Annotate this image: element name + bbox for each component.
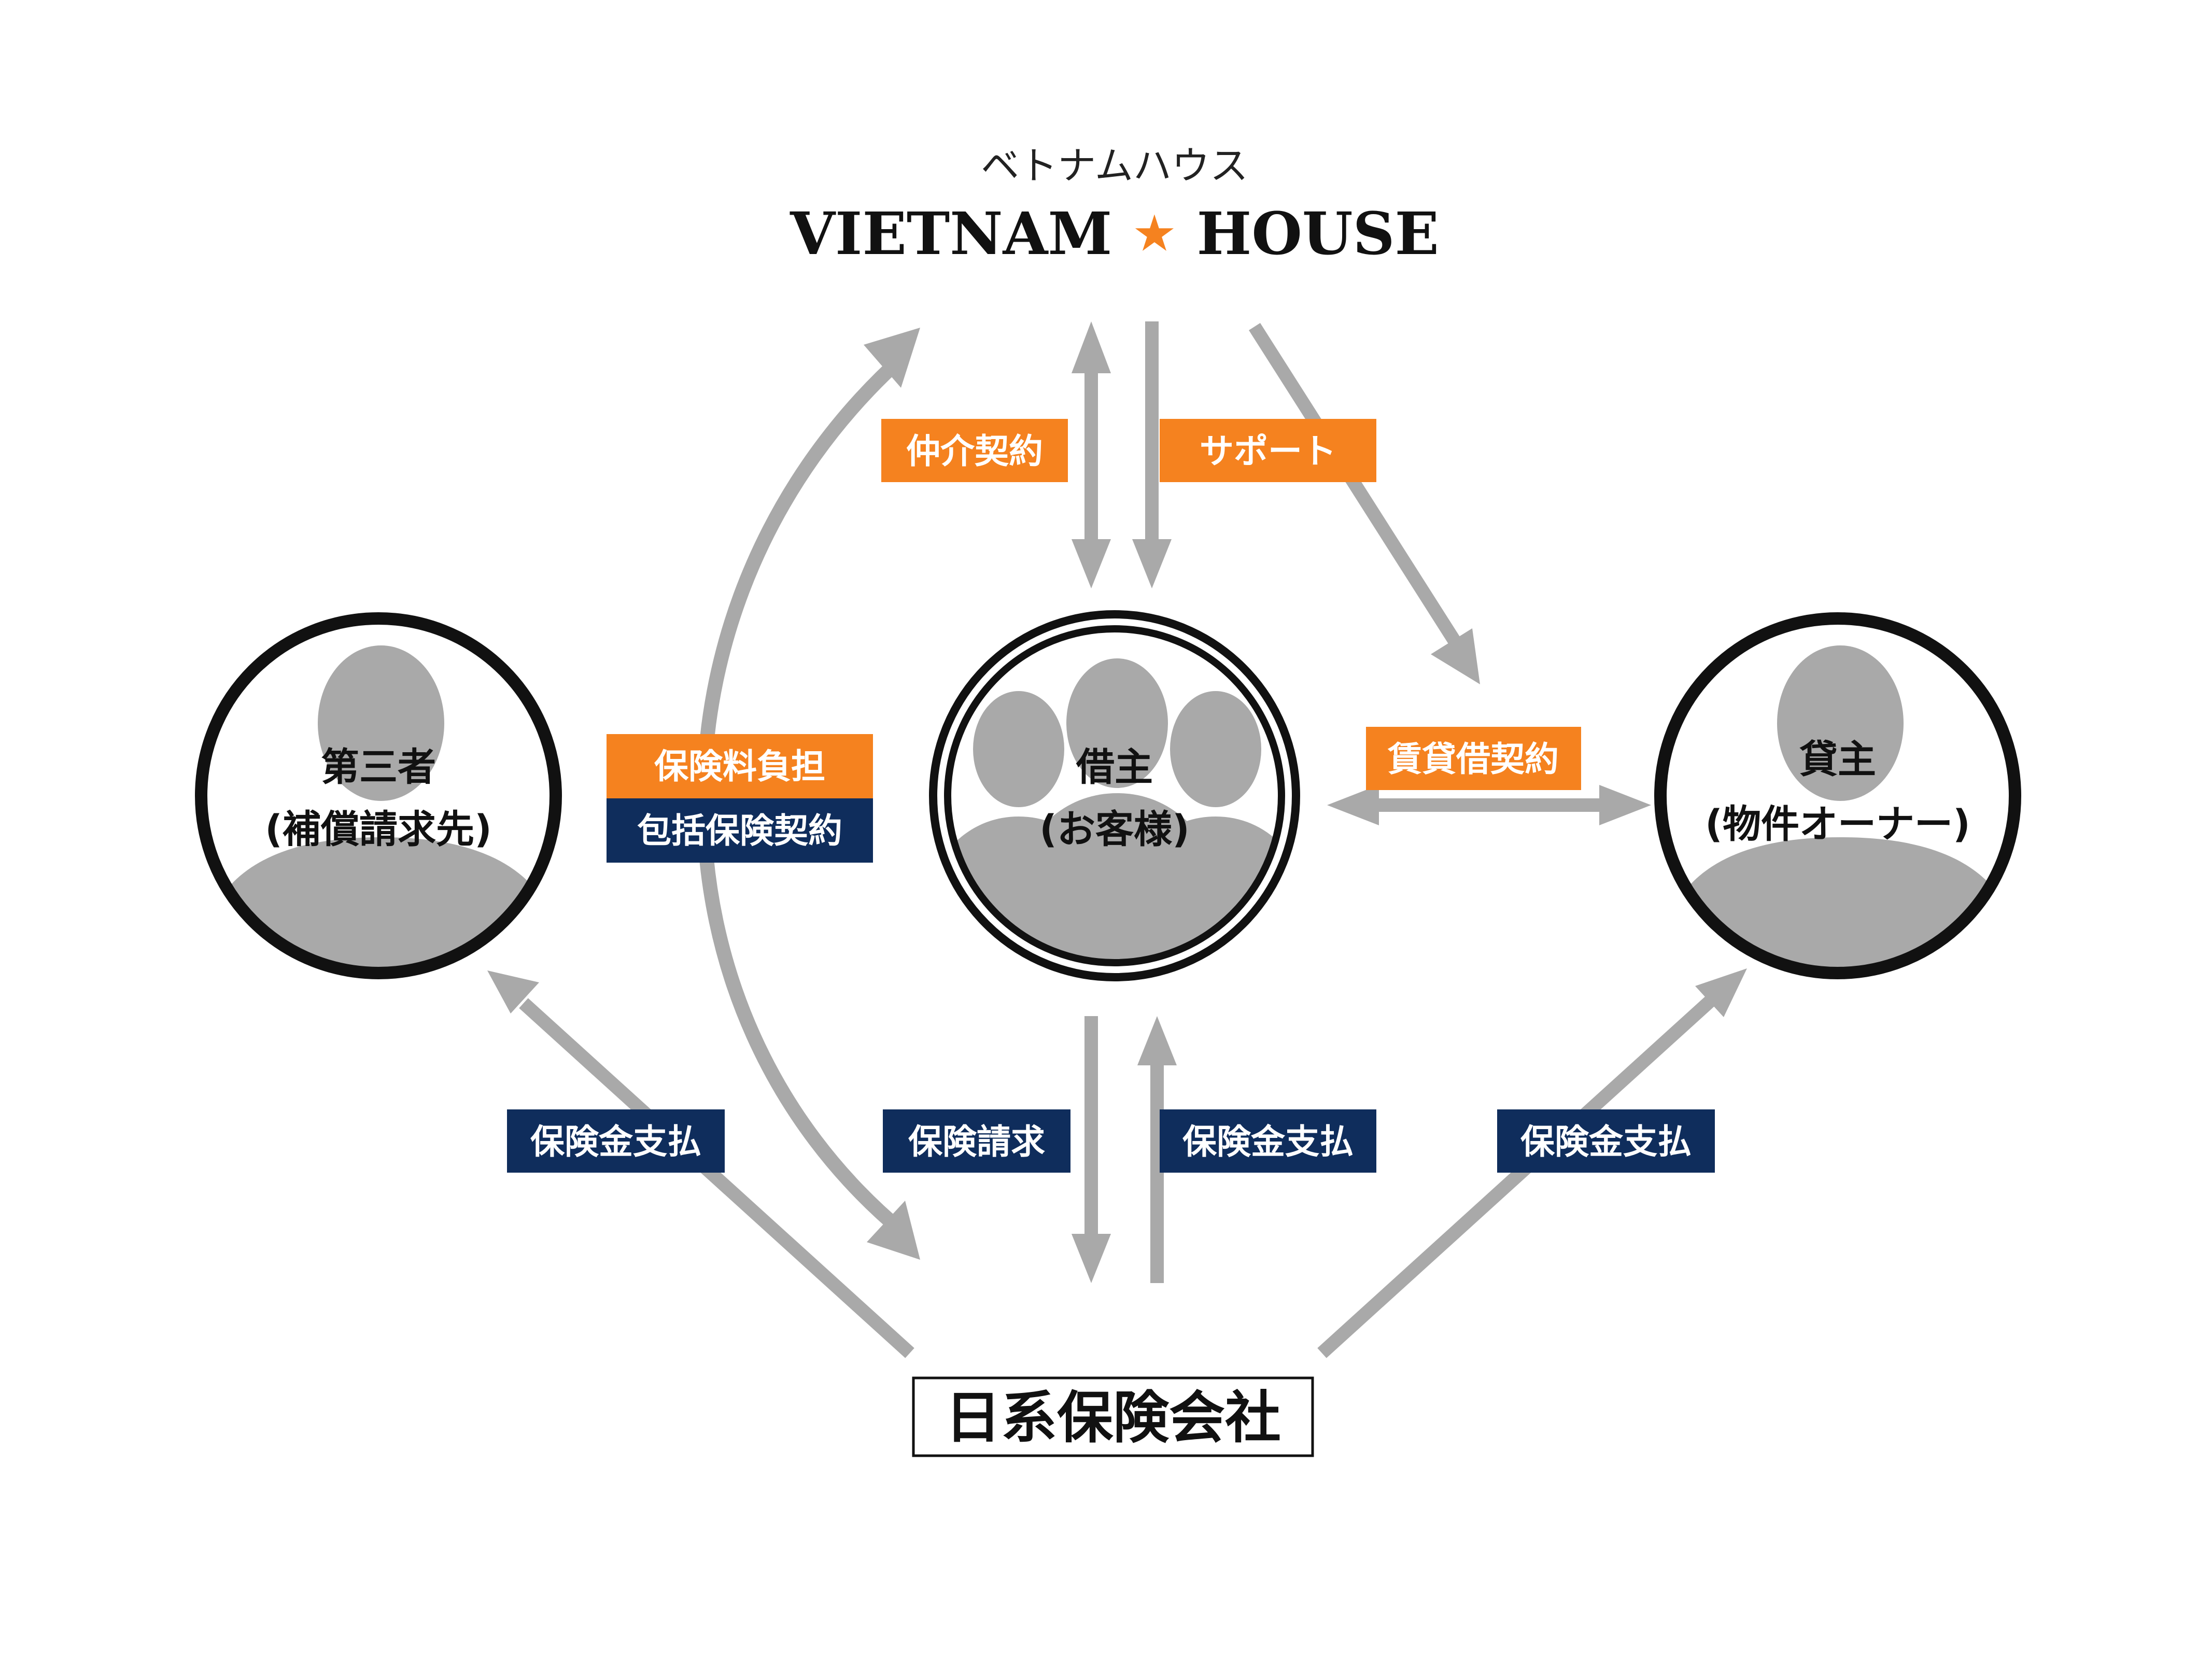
tag-payout-third-party: 保険金支払 (507, 1109, 725, 1173)
logo-wordmark: VIETNAM ★ HOUSE (790, 195, 1439, 268)
payout-lender-arrow-shaft (1317, 995, 1715, 1358)
support-lender-arrow-head (1431, 628, 1480, 684)
tag-premium-burden: 保険料負担 (607, 734, 873, 798)
insurer-node: 日系保険会社 (912, 1376, 1314, 1457)
insurer-label: 日系保険会社 (945, 1386, 1281, 1451)
tag-comprehensive-contract: 包括保険契約 (607, 798, 873, 863)
lender-subtitle: (物件オーナー) (1705, 802, 1970, 847)
logo-word-house: HOUSE (1197, 200, 1439, 268)
tag-payout-lender-text: 保険金支払 (1520, 1122, 1692, 1162)
tag-premium-burden-text: 保険料負担 (654, 747, 825, 786)
payout-third-party-arrow-head (487, 970, 539, 1014)
lender-node: 貸主 (物件オーナー) (1654, 612, 2021, 979)
tag-brokerage-contract-text: 仲介契約 (906, 431, 1043, 471)
support-lender-arrow-shaft (1249, 323, 1460, 644)
claim-arrow-head-down (1072, 1234, 1111, 1283)
lender-title: 貸主 (1799, 737, 1876, 782)
borrower-title: 借主 (1076, 745, 1153, 790)
arrows (487, 321, 1747, 1358)
tag-brokerage-contract: 仲介契約 (881, 419, 1068, 482)
tag-comprehensive-contract-text: 包括保険契約 (637, 811, 842, 851)
tag-payout-third-party-text: 保険金支払 (530, 1122, 701, 1162)
lease-arrow-head-right (1599, 785, 1651, 825)
third-party-subtitle: (補償請求先) (265, 807, 492, 852)
tag-insurance-claim-text: 保険請求 (908, 1122, 1045, 1162)
tag-support-text: サポート (1200, 431, 1336, 471)
insurer-box (912, 1376, 1314, 1457)
brokerage-arrow-head-down (1072, 539, 1111, 588)
tag-payout-lender: 保険金支払 (1497, 1109, 1715, 1173)
logo-star-icon: ★ (1134, 207, 1174, 260)
payout-borrower-arrow-head-up (1137, 1016, 1177, 1065)
borrower-node: 借主 (お客様) (929, 610, 1300, 981)
curved-arrow-head-top (864, 328, 920, 388)
support-arrow-head-down (1132, 539, 1172, 588)
tag-payout-borrower-text: 保険金支払 (1182, 1122, 1354, 1162)
lender-ring (1654, 612, 2021, 979)
borrower-inner-ring (944, 625, 1285, 966)
logo-word-vietnam: VIETNAM (790, 200, 1112, 268)
borrower-outer-ring (929, 610, 1300, 981)
tag-insurance-claim: 保険請求 (883, 1109, 1070, 1173)
tag-support: サポート (1160, 419, 1376, 482)
vietnam-house-logo: ベトナムハウス VIETNAM ★ HOUSE (790, 144, 1439, 268)
payout-lender-arrow-head (1695, 968, 1747, 1017)
third-party-node: 第三者 (補償請求先) (195, 612, 562, 979)
borrower-subtitle: (お客様) (1039, 807, 1190, 852)
curved-arrow-head-bottom (867, 1201, 920, 1260)
logo-kana: ベトナムハウス (981, 144, 1248, 188)
tag-payout-borrower: 保険金支払 (1160, 1109, 1376, 1173)
tag-lease-contract-text: 賃貸借契約 (1387, 739, 1559, 779)
lease-arrow-head-left (1327, 785, 1379, 825)
brokerage-arrow-head-up (1072, 321, 1111, 373)
payout-third-party-arrow-shaft (519, 998, 914, 1358)
third-party-ring (195, 612, 562, 979)
third-party-title: 第三者 (321, 745, 436, 790)
tag-lease-contract: 賃貸借契約 (1366, 727, 1581, 790)
